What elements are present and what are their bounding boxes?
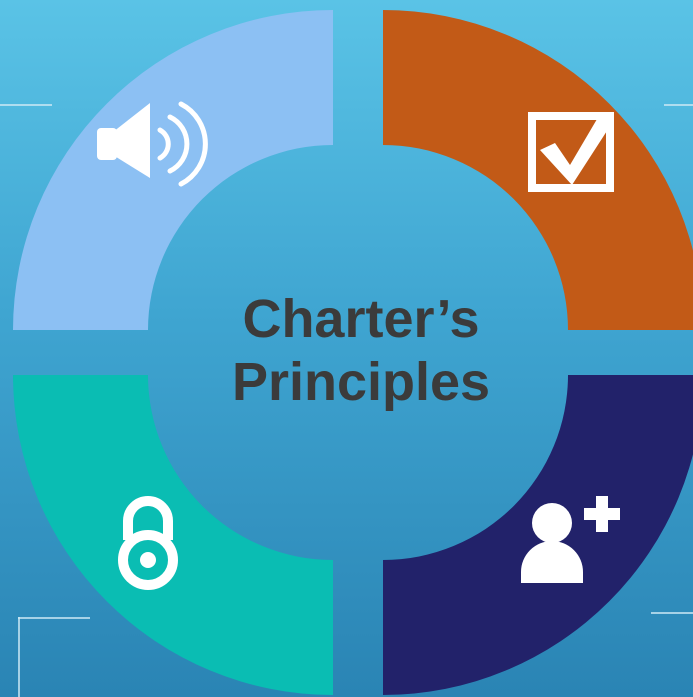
- center-title: Charter’s Principles: [196, 288, 526, 414]
- deco-line-right-top: [664, 104, 693, 106]
- quadrant-top-right[interactable]: [383, 10, 693, 330]
- deco-line-left-bottom-v: [18, 617, 20, 697]
- add-user-icon: [521, 496, 620, 583]
- speaker-icon: [97, 101, 208, 187]
- center-title-line2: Principles: [231, 352, 491, 412]
- checkbox-icon: [528, 112, 614, 192]
- center-title-line1: Charter’s: [242, 289, 480, 349]
- open-access-icon: [118, 496, 178, 590]
- deco-line-left-bottom-h: [18, 617, 90, 619]
- deco-line-left-top: [0, 104, 52, 106]
- deco-line-right-bottom: [651, 612, 693, 614]
